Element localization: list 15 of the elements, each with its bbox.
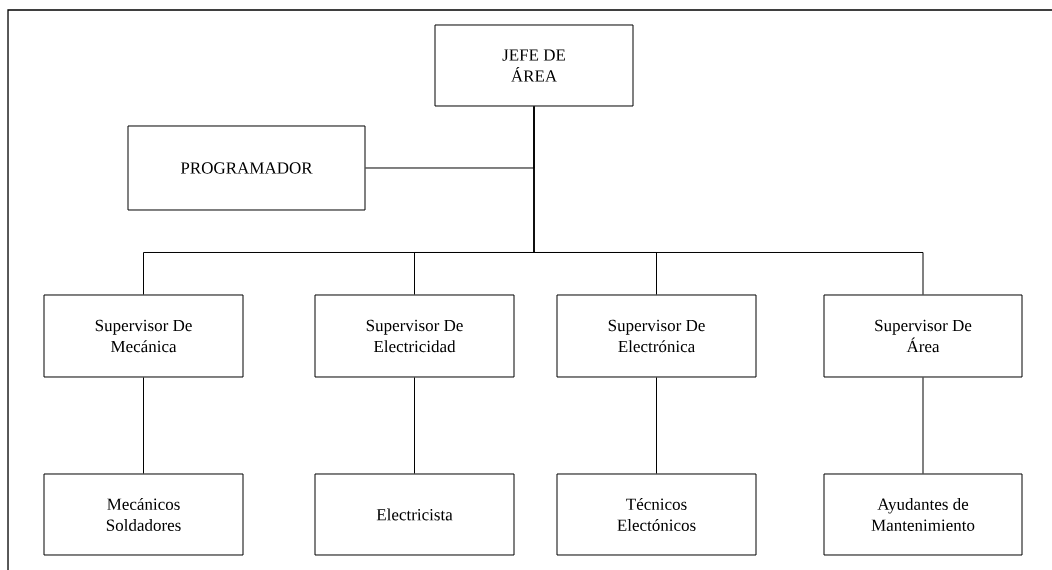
org-box: PROGRAMADOR [127,125,366,211]
org-box: JEFE DE ÁREA [434,24,634,107]
org-box: Supervisor De Electricidad [314,294,515,378]
connector-line [533,106,924,295]
org-box: Supervisor De Electrónica [556,294,757,378]
connector-line [414,377,415,474]
connector-line [656,377,657,474]
org-box: Supervisor De Área [823,294,1023,378]
org-box: Supervisor De Mecánica [43,294,244,378]
org-box: Electricista [314,473,515,556]
org-box: Técnicos Electónicos [556,473,757,556]
org-box: Mecánicos Soldadores [43,473,244,556]
connector-line [922,377,924,474]
org-box: Ayudantes de Mantenimiento [823,473,1023,556]
connector-line [143,377,144,474]
